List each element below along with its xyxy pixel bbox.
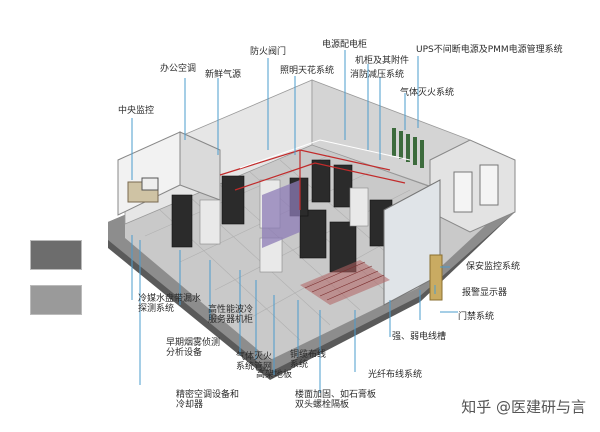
label-copper-cable: 铜缆布线 系统 (290, 350, 327, 370)
label-smoke-detect: 早期烟雾侦测 分析设备 (166, 338, 221, 358)
label-gas-fire: 气体灭火系统 (400, 88, 455, 98)
label-alarm-display: 报警显示器 (462, 288, 508, 298)
label-fire-valve: 防火阀门 (250, 47, 287, 57)
label-strong-weak-cable: 强、弱电线槽 (392, 332, 447, 342)
label-precision-ac: 精密空调设备和 冷却器 (176, 390, 240, 410)
thumbnail-image-2 (30, 285, 82, 315)
label-raised-floor: 高架地板 (256, 370, 293, 380)
label-gas-fire-pipe: 气体灭火 系统管网 (236, 352, 273, 372)
label-fresh-air: 新鲜气源 (205, 70, 242, 80)
label-ups: UPS不间断电源及PMM电源管理系统 (416, 45, 563, 55)
thumbnail-image-1 (30, 240, 82, 270)
label-hd-server: 高性能波冷 服务器机柜 (208, 305, 254, 325)
label-central-monitor: 中央监控 (118, 106, 155, 116)
label-security-monitor: 保安监控系统 (466, 262, 521, 272)
watermark: 知乎 @医建研与言 (461, 398, 586, 416)
label-cabinets: 机柜及其附件 (355, 56, 410, 66)
label-lighting: 照明天花系统 (280, 66, 335, 76)
label-floor-insulation: 楼面加固、如石膏板 双头螺栓隔板 (295, 390, 377, 410)
label-fiber-cable: 光纤布线系统 (368, 370, 423, 380)
label-leak-detect: 冷媒水盘带漏水 探测系统 (138, 294, 202, 314)
label-access-control: 门禁系统 (458, 312, 495, 322)
label-office-ac: 办公空调 (160, 64, 197, 74)
label-pressure-relief: 消防减压系统 (350, 70, 405, 80)
label-power-cabinet: 电源配电柜 (322, 40, 368, 50)
